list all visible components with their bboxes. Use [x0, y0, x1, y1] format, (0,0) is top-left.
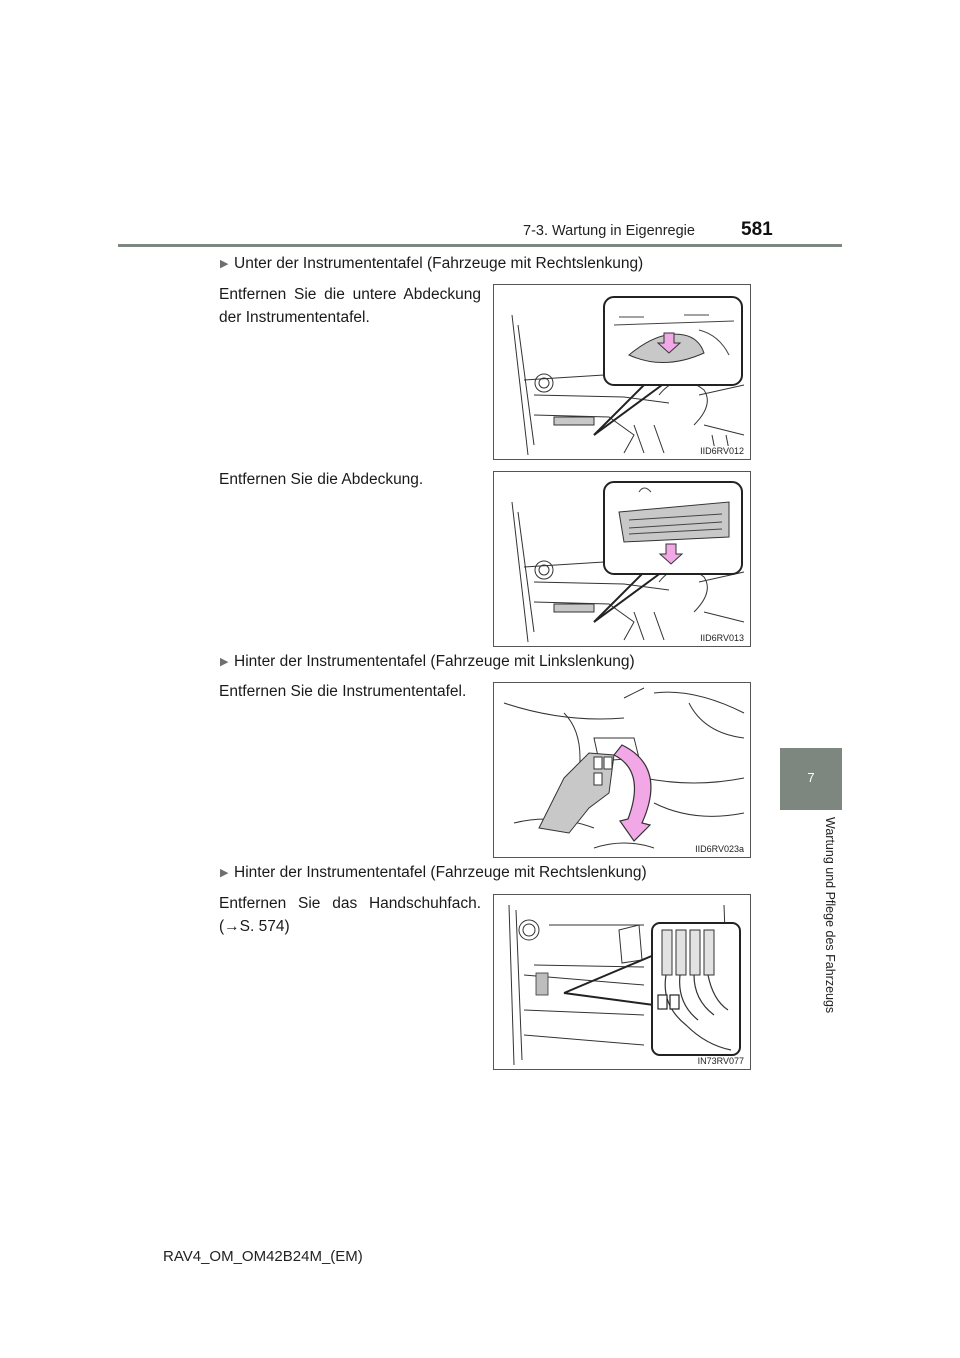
arrow-down-icon — [656, 332, 682, 354]
figure-glovebox: IN73RV077 — [493, 894, 751, 1070]
step-text-line: Entfernen Sie das Handschuhfach. — [219, 895, 481, 912]
triangle-right-icon: ▶ — [220, 258, 229, 270]
step-text-line: Entfernen Sie die Abdeckung. — [219, 471, 424, 488]
figure-remove-cover: IID6RV013 — [493, 471, 751, 647]
figure-code: IN73RV077 — [695, 1056, 746, 1066]
chapter-title: Wartung und Pflege des Fahrzeugs — [823, 817, 837, 1014]
figure-code: IID6RV013 — [698, 633, 746, 643]
step-text-line: (→S. 574) — [219, 918, 290, 935]
step-text-line: Entfernen Sie die Instrumententafel. — [219, 683, 467, 700]
section-heading: ▶ Unter der Instrumententafel (Fahrzeuge … — [220, 255, 643, 273]
dashboard-illustration — [511, 296, 745, 456]
triangle-right-icon: ▶ — [220, 656, 229, 668]
arrow-down-icon — [658, 543, 684, 565]
manual-code: RAV4_OM_OM42B24M_(EM) — [163, 1248, 363, 1265]
section-heading: ▶ Hinter der Instrumententafel (Fahrzeuge… — [220, 864, 647, 882]
figure-instrument-panel: IID6RV023a — [493, 682, 751, 858]
step-text: Entfernen Sie die untere Abdeckung der I… — [219, 283, 481, 329]
step-text: Entfernen Sie das Handschuhfach. (→S. 57… — [219, 892, 481, 938]
figure-code: IID6RV023a — [693, 844, 746, 854]
step-text: Entfernen Sie die Instrumententafel. — [219, 680, 466, 703]
header-rule — [118, 244, 842, 247]
section-heading: ▶ Hinter der Instrumententafel (Fahrzeuge… — [220, 653, 635, 671]
figure-under-dash-cover: IID6RV012 — [493, 284, 751, 460]
step-text: Entfernen Sie die Abdeckung. — [219, 468, 423, 491]
step-text-line: der Instrumententafel. — [219, 309, 370, 326]
page-number: 581 — [741, 219, 773, 240]
chapter-number: 7 — [807, 770, 815, 785]
dashboard-illustration — [511, 481, 745, 643]
step-text-line: Entfernen Sie die untere Abdeckung — [219, 286, 481, 303]
instrument-panel-illustration — [503, 687, 745, 849]
figure-code: IID6RV012 — [698, 446, 746, 456]
triangle-right-icon: ▶ — [220, 867, 229, 879]
glovebox-illustration — [508, 904, 741, 1066]
chapter-tab — [780, 748, 842, 810]
section-title: 7-3. Wartung in Eigenregie — [523, 223, 695, 239]
section-heading-text: Unter der Instrumententafel (Fahrzeuge m… — [234, 255, 644, 272]
section-heading-text: Hinter der Instrumententafel (Fahrzeuge … — [234, 653, 635, 670]
curved-arrow-icon — [613, 744, 652, 842]
section-heading-text: Hinter der Instrumententafel (Fahrzeuge … — [234, 864, 647, 881]
